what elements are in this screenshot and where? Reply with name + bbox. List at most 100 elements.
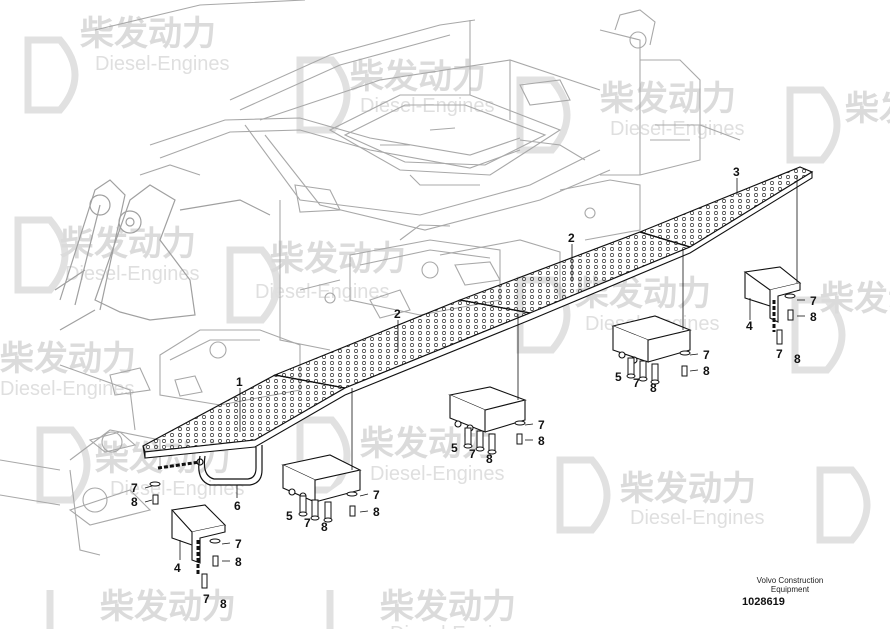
callout-8: 8 xyxy=(810,310,817,324)
washer xyxy=(514,420,526,426)
watermark-english: Diesel-Engines xyxy=(95,53,230,75)
watermark-english: Diesel-Engines xyxy=(630,507,765,529)
callout-7: 7 xyxy=(131,481,138,495)
watermark-chinese: 柴发动力 xyxy=(80,14,216,54)
callout-2: 2 xyxy=(568,231,575,245)
callout-8: 8 xyxy=(794,352,801,366)
washer xyxy=(784,293,796,299)
bolt xyxy=(323,501,333,523)
callout-5: 5 xyxy=(451,441,458,455)
watermark-english: Diesel-Engines xyxy=(0,378,135,400)
publisher-caption: Volvo Construction Equipment xyxy=(740,576,840,594)
bolt xyxy=(681,365,688,377)
watermark-logo xyxy=(14,36,871,629)
washer xyxy=(346,491,358,497)
bolt xyxy=(475,430,485,452)
watermark-english: Diesel-Engines xyxy=(610,118,745,140)
callout-2: 2 xyxy=(394,307,401,321)
step-plate-2 xyxy=(272,299,533,389)
watermark-chinese: 柴发动力 xyxy=(270,239,406,279)
bracket-c xyxy=(448,386,527,433)
washer xyxy=(209,538,221,544)
callout-8: 8 xyxy=(321,520,328,534)
callout-5: 5 xyxy=(615,370,622,384)
watermark-chinese: 柴发动力 xyxy=(60,224,196,264)
callout-4: 4 xyxy=(746,319,753,333)
callout-8: 8 xyxy=(131,495,138,509)
callout-6: 6 xyxy=(234,499,241,513)
watermark-chinese: 柴发动力 xyxy=(620,469,756,509)
watermark-chinese: 柴发动力 xyxy=(350,57,486,97)
callout-4: 4 xyxy=(174,561,181,575)
callout-7: 7 xyxy=(304,516,311,530)
watermark-english: Diesel-Engines xyxy=(360,95,495,117)
washer xyxy=(149,481,161,487)
callout-7: 7 xyxy=(373,488,380,502)
callout-8: 8 xyxy=(486,452,493,466)
bolt xyxy=(310,499,320,521)
boom-cylinder xyxy=(54,179,271,331)
diagram-part-number: 1028619 xyxy=(742,596,785,608)
watermark-chinese: 柴发动力 xyxy=(100,587,236,627)
publisher-line-2: Equipment xyxy=(770,585,810,594)
watermark-chinese: 柴发动力 xyxy=(0,339,136,379)
callout-7: 7 xyxy=(538,418,545,432)
watermark-english: Diesel-Engines xyxy=(65,263,200,285)
callout-7: 7 xyxy=(776,347,783,361)
callout-8: 8 xyxy=(220,597,227,611)
callout-7: 7 xyxy=(203,592,210,606)
bracket-a xyxy=(170,504,227,575)
watermark-chinese: 柴发动力 xyxy=(360,424,496,464)
bolt xyxy=(787,309,794,321)
callout-5: 5 xyxy=(286,509,293,523)
callout-7: 7 xyxy=(633,376,640,390)
end-bracket-rail xyxy=(157,445,263,486)
callout-8: 8 xyxy=(538,434,545,448)
bolt xyxy=(487,433,497,455)
bolt xyxy=(650,363,660,385)
step-plate-1 xyxy=(142,374,347,453)
callout-7: 7 xyxy=(469,447,476,461)
step-plate-3 xyxy=(638,166,814,248)
callout-7: 7 xyxy=(703,348,710,362)
callout-1: 1 xyxy=(236,375,243,389)
watermark-english: Diesel-Engines xyxy=(255,281,390,303)
callout-3: 3 xyxy=(733,165,740,179)
bolt xyxy=(201,573,208,589)
watermark-chinese: 柴发动力 xyxy=(600,79,736,119)
bolt xyxy=(638,360,648,382)
publisher-line-1: Volvo Construction xyxy=(756,576,824,585)
callout-8: 8 xyxy=(703,364,710,378)
callout-labels: 1 2 2 3 4 4 5 5 5 6 7 8 7 8 7 8 7 8 7 8 … xyxy=(131,165,817,611)
watermark-chinese: 柴发动力 xyxy=(820,279,890,319)
step-plates xyxy=(142,166,814,459)
watermark-layer: 柴发动力 Diesel-Engines 柴发动力 Diesel-Engines … xyxy=(0,14,890,629)
leader-lines xyxy=(144,176,805,562)
bolt xyxy=(776,329,783,345)
watermark-english: Diesel-Engines xyxy=(110,478,245,500)
bolt xyxy=(463,427,473,449)
callout-8: 8 xyxy=(650,381,657,395)
watermark-english: Diesel-Engines xyxy=(370,463,505,485)
callout-7: 7 xyxy=(235,537,242,551)
watermark-english: Diesel-Engines xyxy=(390,623,525,629)
watermark-chinese: 柴发动力 xyxy=(380,587,516,627)
bolts-and-washers xyxy=(149,293,796,589)
callout-8: 8 xyxy=(235,555,242,569)
support-brackets xyxy=(170,266,802,575)
upper-frame-structure xyxy=(0,0,741,556)
bolt xyxy=(152,494,159,505)
bracket-b xyxy=(281,454,362,503)
bolt xyxy=(298,495,308,517)
callout-7: 7 xyxy=(810,294,817,308)
bolt xyxy=(349,505,356,517)
bolt xyxy=(516,433,523,445)
callout-8: 8 xyxy=(373,505,380,519)
washer xyxy=(679,350,691,356)
bracket-d xyxy=(611,315,692,364)
bolt xyxy=(212,555,219,567)
watermark-chinese: 柴发动力 xyxy=(845,89,890,129)
bolt xyxy=(626,357,636,379)
